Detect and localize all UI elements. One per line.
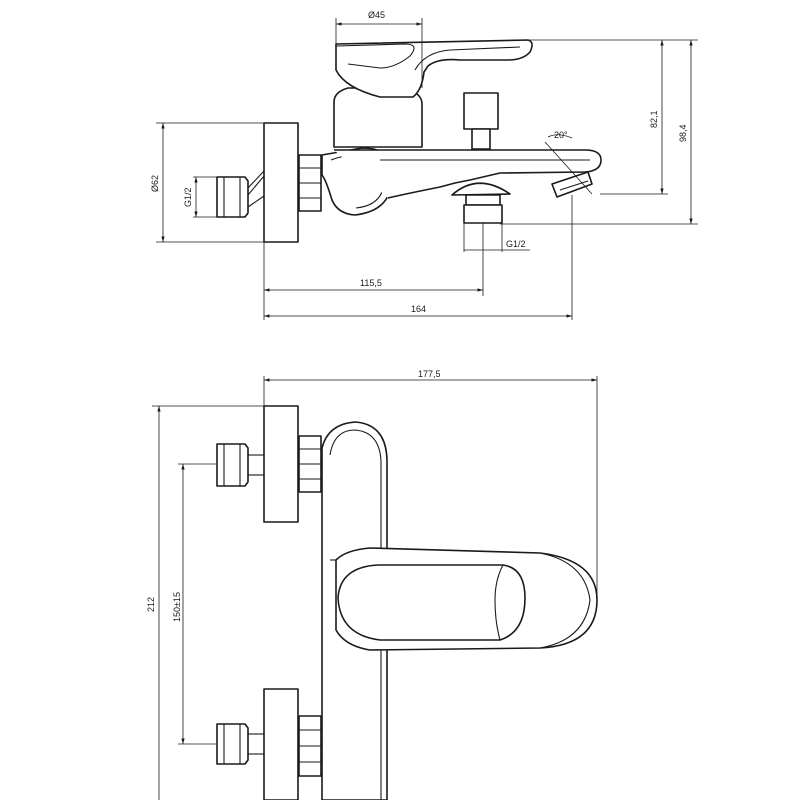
inlet-connector: [216, 170, 265, 218]
top-view: 177,5 212 150±15: [146, 369, 598, 800]
wall-flange: [263, 122, 299, 243]
dim-depth-total: 164: [411, 304, 426, 314]
wall-flange-bottom: [263, 688, 299, 800]
lower-connector: [216, 715, 322, 777]
dim-height-total: 98,4: [678, 124, 688, 142]
top-dimensions: 177,5 212 150±15: [146, 369, 598, 800]
spout: [334, 149, 602, 199]
dim-depth-outlet: 115,5: [360, 278, 382, 288]
side-view: Ø45 82,1 98,4 20° Ø62 G1/2: [150, 10, 698, 320]
dim-centers: 150±15: [172, 592, 182, 622]
dim-height-total-top: 212: [146, 597, 156, 612]
outlet-connector: [451, 182, 511, 224]
upper-connector: [216, 435, 322, 493]
dim-angle: 20°: [554, 130, 568, 140]
wall-flange-top: [263, 405, 299, 523]
dim-height-spout: 82,1: [649, 110, 659, 128]
handle-lever: [335, 39, 533, 98]
side-dimensions: Ø45 82,1 98,4 20° Ø62 G1/2: [150, 10, 698, 320]
dim-thread-outlet: G1/2: [506, 239, 526, 249]
hex-nut: [298, 154, 322, 212]
aerator: [551, 171, 593, 198]
dim-handle-diameter: Ø45: [368, 10, 385, 20]
dim-flange-diameter: Ø62: [150, 175, 160, 192]
dim-thread-inlet: G1/2: [183, 187, 193, 207]
diverter-knob: [463, 92, 499, 150]
handle-lever-top: [337, 564, 526, 641]
dim-width-total: 177,5: [418, 369, 441, 379]
